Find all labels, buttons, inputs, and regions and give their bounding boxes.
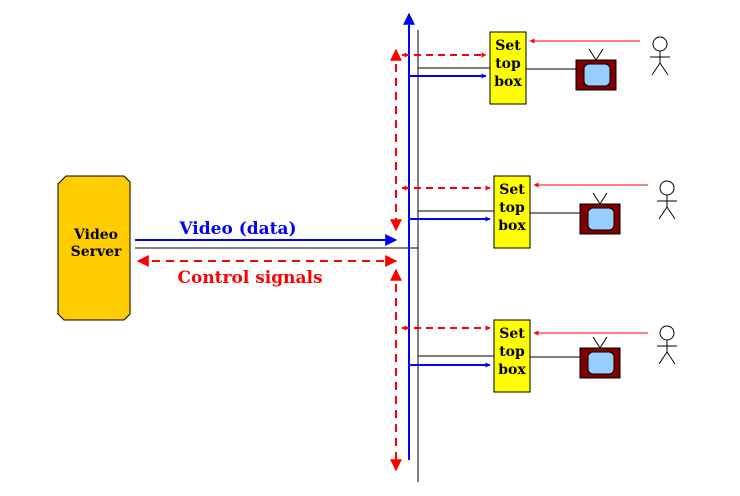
set-top-box-label-line1: Set bbox=[499, 182, 525, 198]
control-signals-label: Control signals bbox=[177, 268, 322, 288]
server-label-line1: Video bbox=[73, 227, 118, 243]
set-top-box-label-line3: box bbox=[494, 74, 522, 90]
set-top-box bbox=[493, 319, 531, 393]
set-top-box bbox=[489, 31, 527, 105]
branch-3: Set top box bbox=[401, 319, 677, 393]
set-top-box-label-line2: top bbox=[499, 344, 525, 360]
set-top-box-label-line3: box bbox=[498, 362, 526, 378]
television-icon bbox=[579, 336, 621, 379]
server-to-bus-links bbox=[135, 234, 418, 267]
person-icon bbox=[657, 180, 677, 220]
set-top-box bbox=[493, 175, 531, 249]
set-top-box-label-line1: Set bbox=[495, 38, 521, 54]
video-server: Video Server bbox=[57, 175, 131, 321]
branch-2: Set top box bbox=[401, 175, 677, 249]
set-top-box-label-line3: box bbox=[498, 218, 526, 234]
television-icon bbox=[575, 48, 617, 91]
video-data-label: Video (data) bbox=[178, 219, 296, 239]
distribution-bus bbox=[390, 12, 419, 482]
person-icon bbox=[657, 325, 677, 365]
set-top-box-label-line2: top bbox=[499, 200, 525, 216]
branch-1: Set top box bbox=[401, 31, 670, 105]
person-icon bbox=[650, 36, 670, 76]
set-top-box-label-line2: top bbox=[495, 56, 521, 72]
set-top-box-label-line1: Set bbox=[499, 326, 525, 342]
television-icon bbox=[579, 192, 621, 235]
server-label-line2: Server bbox=[71, 244, 122, 260]
